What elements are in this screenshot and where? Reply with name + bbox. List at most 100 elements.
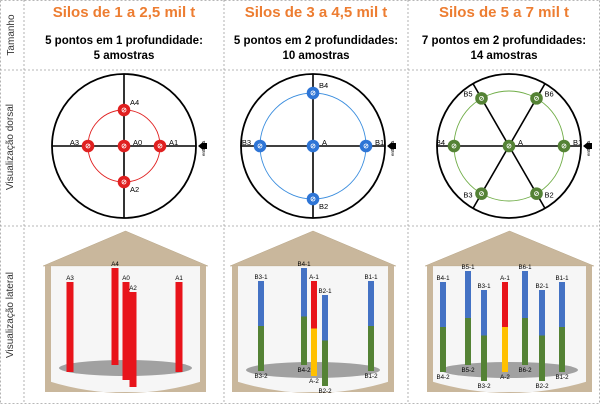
sample-point-dot (257, 143, 263, 149)
desc-line-samples: 14 amostras (470, 50, 538, 62)
sample-point-dot (479, 95, 484, 101)
probe-segment-lower (559, 327, 565, 372)
sample-point-dot (310, 196, 316, 202)
probe-segment-upper (465, 271, 471, 318)
probe-segment-upper (440, 282, 446, 327)
sample-point-dot (534, 95, 539, 101)
entrance-arrow-tail (588, 143, 592, 149)
probe-segment-lower (481, 335, 487, 381)
probe-segment-upper (301, 268, 307, 317)
probe-bottom-label: B1-2 (364, 373, 378, 380)
probe-segment-lower (440, 327, 446, 372)
point-label: B4 (436, 138, 445, 147)
sample-point-mark (86, 144, 90, 148)
sample-point-mark (364, 144, 368, 148)
sample-point-dot (506, 143, 512, 149)
probe-top-label: B6-1 (518, 264, 532, 271)
probe-segment-lower (311, 328, 317, 376)
sample-point-dot (121, 107, 127, 113)
sample-point-mark (122, 108, 126, 112)
entrance-label: entrada (390, 140, 395, 156)
entrance-arrow-icon (387, 142, 392, 150)
sample-point-mark (452, 144, 456, 148)
sample-point-mark (479, 191, 484, 196)
sample-point-mark (122, 180, 126, 184)
entrance-arrow-tail (392, 143, 396, 149)
sample-point-dot (451, 143, 457, 149)
sample-point-mark (479, 96, 484, 101)
point-label: A1 (169, 138, 178, 147)
point-label: B2 (545, 191, 554, 200)
probe-segment-lower (539, 335, 545, 381)
point-label: A (322, 138, 327, 147)
entrance-arrow-icon (583, 142, 588, 150)
sample-point-dot (534, 191, 539, 197)
sample-point-dot (561, 143, 567, 149)
probe-segment-lower (322, 340, 328, 386)
column-title-small: Silos de 1 a 2,5 mil t (52, 4, 196, 21)
point-label: A0 (133, 138, 142, 147)
probe-segment (111, 268, 119, 365)
sample-point-mark (507, 144, 511, 148)
point-label: A2 (130, 185, 139, 194)
silo-base (232, 380, 394, 393)
point-label: B3 (463, 191, 472, 200)
probe-top-label: B2-1 (535, 283, 549, 290)
entrance-arrow-tail (203, 143, 207, 149)
probe-bottom-label: B6-2 (518, 367, 532, 374)
probe-bottom-label: B2-2 (318, 388, 332, 395)
silo-wall-left (232, 266, 238, 392)
sample-point-dot (121, 179, 127, 185)
probe-segment-upper (559, 282, 565, 327)
probe-bottom-label: B5-2 (461, 367, 475, 374)
sample-point-dot (157, 143, 163, 149)
probe-segment (129, 292, 137, 387)
silo-roof (424, 230, 595, 267)
sample-point-mark (311, 91, 315, 95)
desc-line-points: 7 pontos em 2 profundidades: (421, 35, 587, 47)
silo-wall-left (427, 266, 433, 392)
sample-point-mark (122, 144, 126, 148)
entrance-label: entrada (201, 140, 206, 156)
point-label: B6 (545, 89, 554, 98)
silo-base (427, 380, 592, 393)
probe-top-label: A1 (175, 275, 183, 282)
probe-segment (122, 282, 130, 380)
silo-roof (229, 230, 397, 267)
sample-point-dot (363, 143, 369, 149)
sample-point-mark (534, 191, 539, 196)
probe-bottom-label: B2-2 (535, 383, 549, 390)
probe-segment-lower (465, 318, 471, 365)
silo-roof (42, 230, 209, 267)
probe-segment-upper (258, 281, 264, 326)
probe-segment-upper (322, 295, 328, 341)
lateral-view-2: B3-1B3-2B4-1B4-2A-1A-2B2-1B2-2B1-1B1-2 (229, 230, 397, 395)
sample-point-mark (158, 144, 162, 148)
probe-segment-upper (368, 281, 374, 326)
desc-line-samples: 5 amostras (93, 50, 155, 62)
point-label: B4 (319, 81, 328, 90)
probe-bottom-label: B3-2 (254, 373, 268, 380)
sample-point-mark (311, 197, 315, 201)
probe-top-label: A2 (129, 285, 137, 292)
probe-bottom-label: B4-2 (436, 374, 450, 381)
sample-point-dot (310, 143, 316, 149)
probe-segment-lower (502, 327, 508, 372)
sample-point-dot (479, 191, 484, 197)
point-label: A3 (70, 138, 79, 147)
probe-segment-upper (539, 290, 545, 336)
sample-point-mark (534, 96, 539, 101)
probe-segment-lower (522, 318, 528, 365)
probe-segment-lower (368, 326, 374, 371)
probe-segment (175, 282, 183, 372)
probe-segment (66, 282, 74, 372)
sample-point-dot (310, 90, 316, 96)
point-label: B3 (242, 138, 251, 147)
column-desc-medium: 5 pontos em 2 profundidades: 10 amostras (224, 34, 408, 64)
